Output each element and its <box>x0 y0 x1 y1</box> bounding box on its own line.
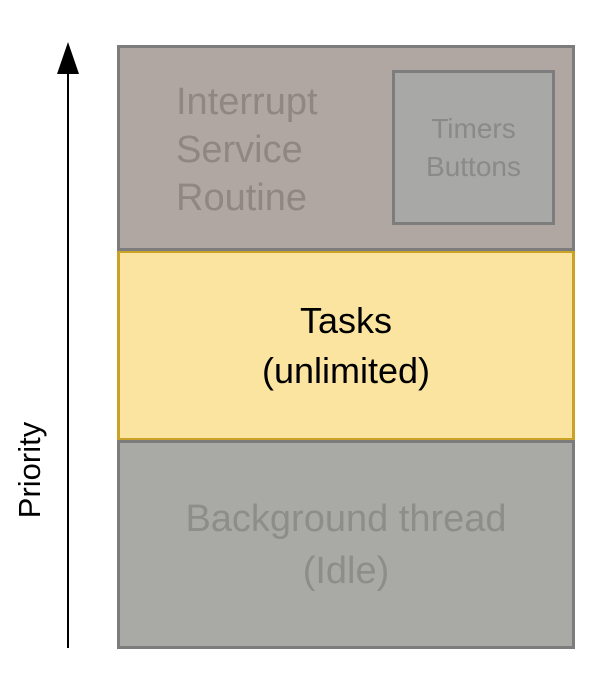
timers-buttons-box: Timers Buttons <box>392 70 555 225</box>
isr-label-line: Service <box>176 129 303 171</box>
background-label-line: (Idle) <box>302 549 390 592</box>
background-thread-label: Background thread (Idle) <box>185 493 506 597</box>
timers-label: Timers <box>431 112 516 144</box>
priority-axis-line <box>67 66 69 648</box>
isr-label-line: Interrupt <box>176 81 318 123</box>
tasks-label-line: Tasks <box>299 299 392 341</box>
background-label-line: Background thread <box>185 497 507 540</box>
tasks-label-line: (unlimited) <box>261 349 431 391</box>
tasks-label: Tasks (unlimited) <box>262 296 430 396</box>
arrow-up-icon <box>57 42 79 74</box>
isr-layer: Interrupt Service Routine Timers Buttons <box>117 45 575 251</box>
isr-label: Interrupt Service Routine <box>176 78 318 222</box>
priority-axis-label: Priority <box>12 421 47 519</box>
background-thread-layer: Background thread (Idle) <box>117 440 575 649</box>
buttons-label: Buttons <box>426 150 521 182</box>
tasks-layer: Tasks (unlimited) <box>117 251 575 440</box>
isr-label-line: Routine <box>176 177 307 219</box>
